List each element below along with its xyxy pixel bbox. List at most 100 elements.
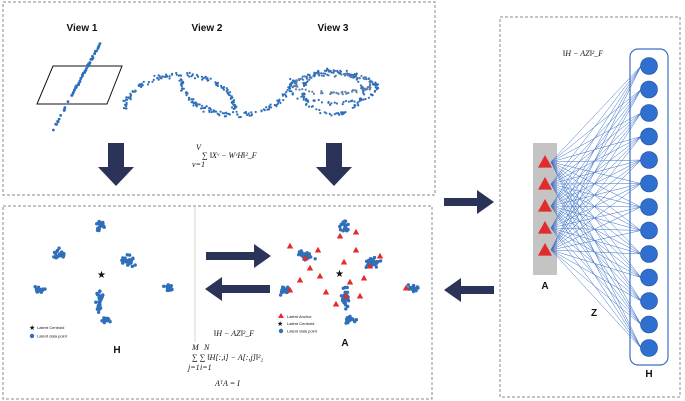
view-2-point bbox=[185, 94, 188, 97]
orthogonality-constraint: AᵀA = I bbox=[214, 379, 240, 388]
view-3-point bbox=[320, 90, 323, 93]
h-node bbox=[640, 151, 658, 169]
a-anchor-triangle bbox=[332, 300, 340, 307]
view-3-point bbox=[311, 90, 314, 93]
bipartite-edge bbox=[550, 227, 642, 278]
bipartite-edge bbox=[550, 161, 642, 231]
view-3-point bbox=[364, 97, 367, 101]
view-2-point bbox=[208, 110, 211, 114]
view-1-point bbox=[56, 120, 60, 124]
h-latent-point bbox=[96, 310, 101, 314]
h-latent-point bbox=[170, 287, 174, 292]
bipartite-edge bbox=[550, 249, 642, 325]
h-latent-point bbox=[35, 289, 39, 294]
view-2-point bbox=[268, 105, 271, 108]
a-anchor-triangle bbox=[340, 258, 348, 265]
view-1-point bbox=[97, 44, 101, 48]
view-2-point bbox=[202, 106, 205, 110]
bipartite-edge bbox=[550, 136, 642, 163]
view-3-point bbox=[320, 101, 323, 104]
view-3-point bbox=[302, 98, 305, 101]
view-3-point bbox=[345, 69, 348, 72]
anchor-node bbox=[538, 155, 552, 168]
view-2-point bbox=[228, 113, 231, 116]
view-3-point bbox=[342, 100, 345, 104]
view-2-point bbox=[202, 110, 205, 113]
view-loss-lower: v=1 bbox=[192, 160, 205, 169]
view-2-point bbox=[138, 83, 141, 86]
h-node bbox=[640, 245, 658, 263]
view-2-point bbox=[246, 113, 249, 117]
graph-loss-formula: ‖H − AZ‖²_F bbox=[563, 49, 603, 58]
view-loss-upper: V bbox=[196, 143, 202, 152]
arrow-from-graph bbox=[444, 278, 494, 302]
a-latent-point bbox=[345, 285, 349, 290]
view-3-point bbox=[305, 75, 308, 78]
view-3-point bbox=[355, 91, 358, 94]
view-2-point bbox=[254, 110, 257, 114]
view-3-point bbox=[341, 93, 344, 96]
bipartite-edge bbox=[550, 136, 642, 229]
view-1-point bbox=[91, 54, 94, 58]
bipartite-edge bbox=[550, 136, 642, 207]
h-latent-point bbox=[95, 292, 100, 297]
a-legend: Latent Anchor ★ Latent Centroid Latent d… bbox=[277, 313, 318, 334]
h-node bbox=[640, 315, 658, 334]
a-latent-point bbox=[285, 286, 289, 291]
view-2-point bbox=[175, 73, 178, 76]
view-3-point bbox=[368, 85, 371, 89]
bipartite-edge bbox=[550, 89, 642, 207]
view-3-point bbox=[330, 102, 333, 105]
h-plot-label: H bbox=[113, 345, 120, 356]
view-1-point bbox=[90, 57, 94, 61]
view-2-point bbox=[125, 96, 128, 99]
view-3-point bbox=[341, 103, 344, 106]
view-3-point bbox=[291, 79, 295, 82]
view-3-point bbox=[344, 73, 348, 76]
h-node bbox=[640, 221, 658, 240]
view-2-point bbox=[250, 111, 253, 114]
view-3-point bbox=[333, 75, 336, 78]
a-anchor-triangle bbox=[336, 232, 344, 239]
h-legend-star-icon: ★ bbox=[29, 324, 35, 332]
view-2-point bbox=[168, 75, 171, 78]
view-3-point bbox=[346, 92, 349, 95]
bipartite-edge bbox=[550, 183, 642, 349]
bipartite-edge bbox=[550, 161, 642, 255]
view-3-point bbox=[306, 80, 309, 83]
view-2-point bbox=[268, 106, 271, 109]
h-node bbox=[640, 268, 658, 287]
view-3-point bbox=[325, 112, 328, 115]
view-2-point bbox=[131, 90, 134, 93]
h-node bbox=[640, 57, 658, 75]
view-2-point bbox=[209, 77, 212, 80]
bipartite-edge bbox=[550, 205, 642, 208]
view-3-point bbox=[351, 74, 354, 78]
view-3-point bbox=[298, 88, 301, 91]
h-latent-point bbox=[53, 255, 58, 260]
view-2-point bbox=[192, 98, 195, 101]
h-latent-plot bbox=[33, 219, 174, 325]
a-legend-dot-icon bbox=[278, 328, 284, 334]
h-node bbox=[640, 104, 658, 122]
bipartite-edge bbox=[550, 227, 642, 231]
a-latent-point bbox=[342, 222, 346, 226]
bipartite-edge bbox=[550, 230, 642, 251]
view-2-point bbox=[222, 88, 225, 91]
view-3-point bbox=[315, 108, 318, 111]
view-3-point bbox=[320, 92, 323, 95]
z-label: Z bbox=[591, 308, 597, 319]
a-latent-point bbox=[343, 219, 348, 223]
view-2-point bbox=[291, 86, 294, 89]
view-2-point bbox=[231, 111, 235, 114]
h-node bbox=[640, 198, 658, 216]
view-2-point bbox=[212, 109, 215, 112]
view-2-plot bbox=[122, 71, 294, 119]
view-3-point bbox=[374, 86, 377, 89]
view-3-point bbox=[360, 74, 363, 78]
a-latent-point bbox=[373, 262, 377, 267]
h-latent-point bbox=[166, 286, 170, 290]
bipartite-edge bbox=[550, 205, 642, 231]
h-latent-point bbox=[121, 256, 125, 260]
view-3-point bbox=[359, 84, 362, 87]
